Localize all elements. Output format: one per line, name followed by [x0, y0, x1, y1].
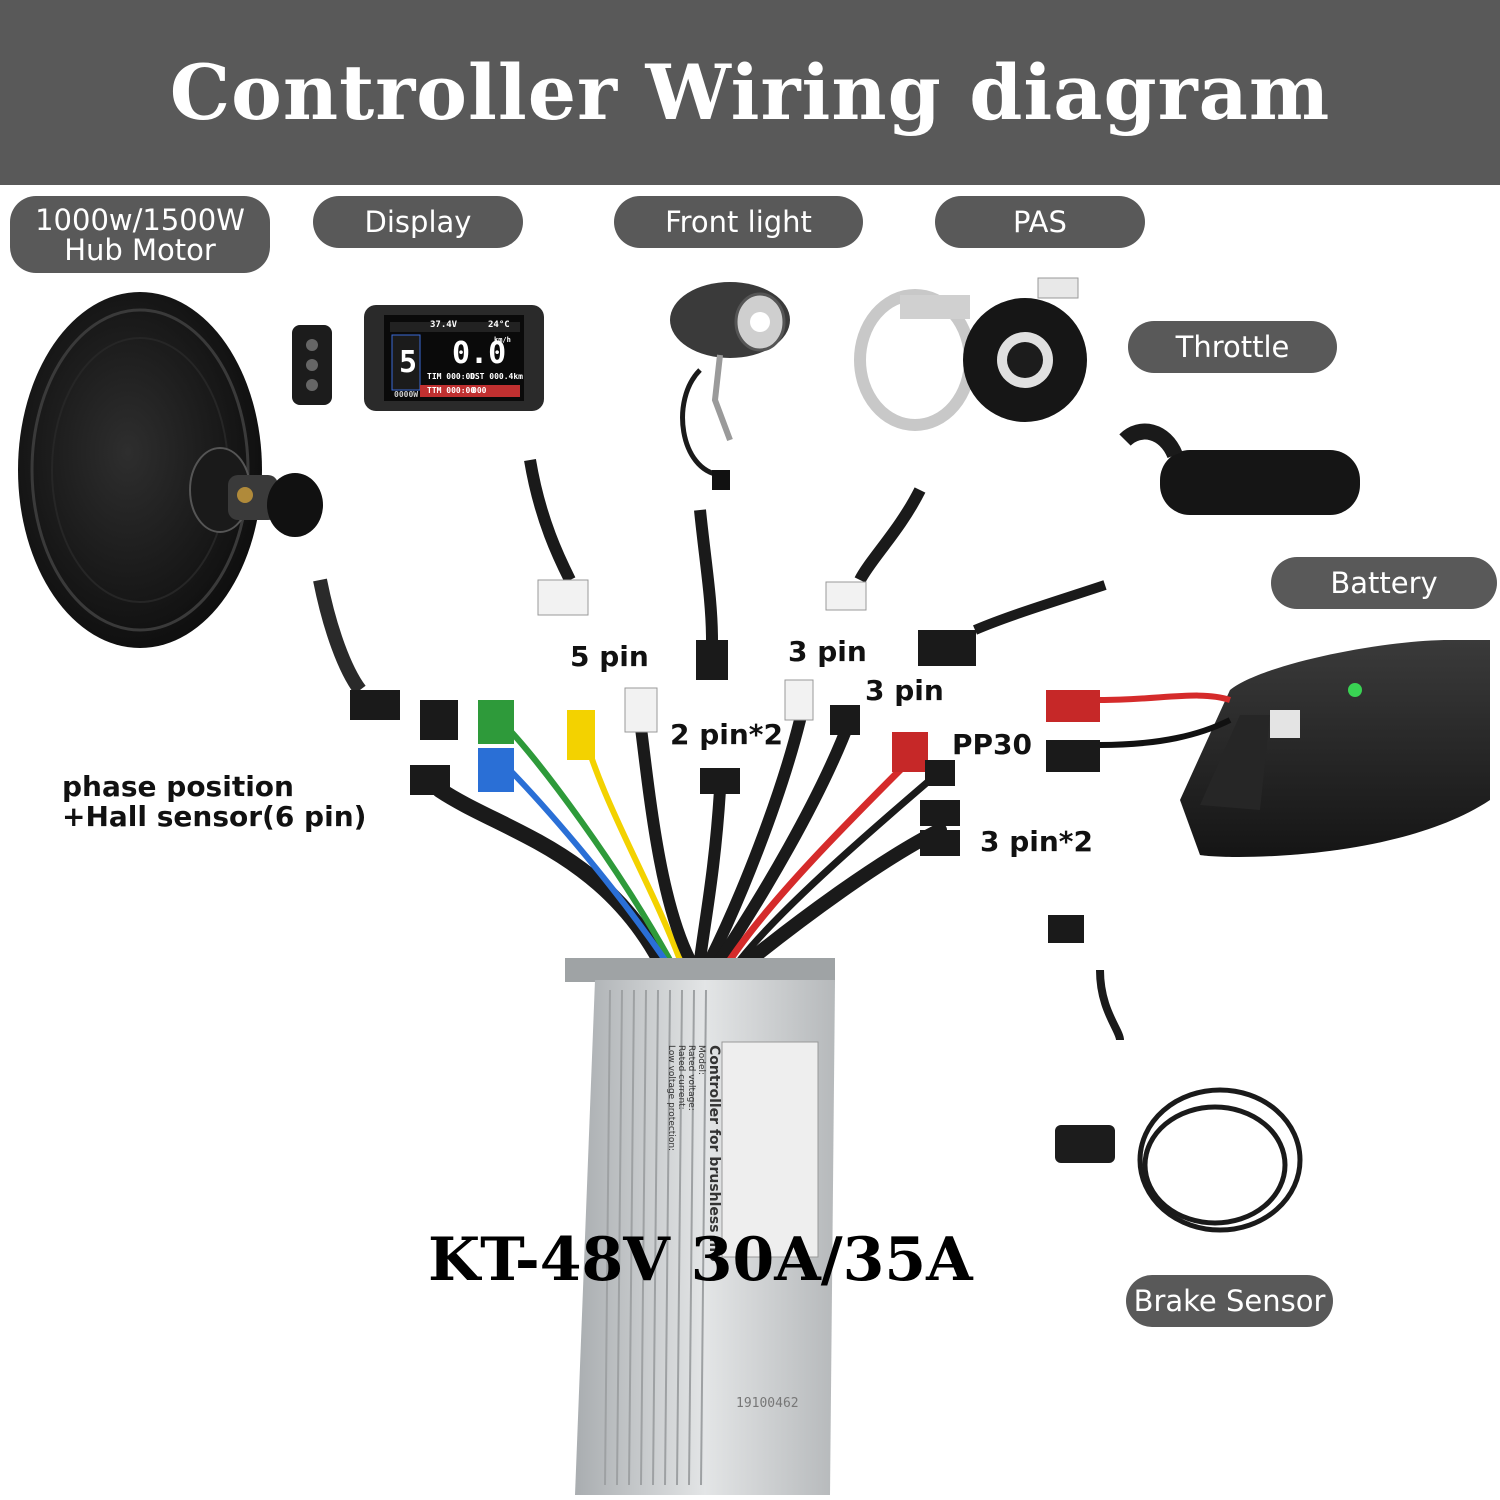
remote-button-image: [292, 325, 332, 405]
display-odo: 000: [472, 386, 487, 395]
light-pin-label: 2 pin*2: [670, 718, 783, 751]
throttle-pin-label: 3 pin: [865, 674, 944, 707]
brake-pin-label: 3 pin*2: [980, 825, 1093, 858]
controller-model-label: KT-48V 30A/35A: [428, 1225, 973, 1295]
display-speed: 0.0: [452, 336, 507, 371]
display-unit-image: [364, 305, 544, 411]
page-title: Controller Wiring diagram: [169, 48, 1331, 137]
loose-connectors: [313, 459, 1107, 740]
brake-sensor-label: Brake Sensor: [1126, 1275, 1333, 1327]
display-power: 0000W: [394, 390, 419, 399]
plate-line-4: Low voltage protection:: [666, 1045, 676, 1152]
throttle-label: Throttle: [1128, 321, 1337, 373]
plate-line-3: Rated current:: [676, 1045, 686, 1110]
battery-label: Battery: [1271, 557, 1497, 609]
display-pin-label: 5 pin: [570, 640, 649, 673]
pas-sensor-image: [854, 277, 1087, 431]
display-voltage: 37.4V: [430, 320, 458, 330]
display-speed-unit: km/h: [494, 336, 511, 344]
hub-motor-image: [18, 292, 323, 648]
controller-serial: 19100462: [736, 1396, 799, 1411]
display-temperature: 24°C: [488, 320, 510, 330]
hub-motor-label: 1000w/1500W Hub Motor: [10, 196, 270, 273]
brake-sensor-image: [1048, 915, 1303, 1233]
display-level: 5: [399, 345, 418, 380]
controller-wires: [410, 679, 960, 968]
hub-motor-label-line1: 1000w/1500W: [35, 202, 245, 237]
header-banner: Controller Wiring diagram: [0, 0, 1500, 185]
phase-hall-line2: +Hall sensor(6 pin): [62, 800, 367, 833]
pas-label: PAS: [935, 196, 1145, 248]
plate-line-2: Rated voltage:: [686, 1045, 696, 1111]
controller-housing-image: [565, 958, 835, 1495]
plate-line-1: Model:: [696, 1045, 706, 1076]
plate-title: Controller for brushless mo: [706, 1045, 722, 1262]
display-time: TIM 000:00: [427, 372, 476, 381]
battery-pp30-label: PP30: [952, 728, 1033, 761]
front-light-image: [670, 282, 790, 490]
display-label: Display: [313, 196, 523, 248]
battery-image: [1180, 640, 1490, 857]
throttle-image: [1119, 423, 1360, 515]
phase-hall-line1: phase position: [62, 770, 294, 803]
phase-hall-label: phase position +Hall sensor(6 pin): [62, 772, 366, 832]
controller-plate: Controller for brushless mo Model: Rated…: [666, 1045, 722, 1345]
pas-pin-label: 3 pin: [788, 635, 867, 668]
front-light-label: Front light: [614, 196, 863, 248]
hub-motor-label-line2: Hub Motor: [64, 232, 216, 267]
pp30-connector-image: [1046, 690, 1232, 772]
display-distance: DST 000.4km: [470, 372, 523, 381]
display-total-time: TTM 000:00: [427, 386, 476, 395]
